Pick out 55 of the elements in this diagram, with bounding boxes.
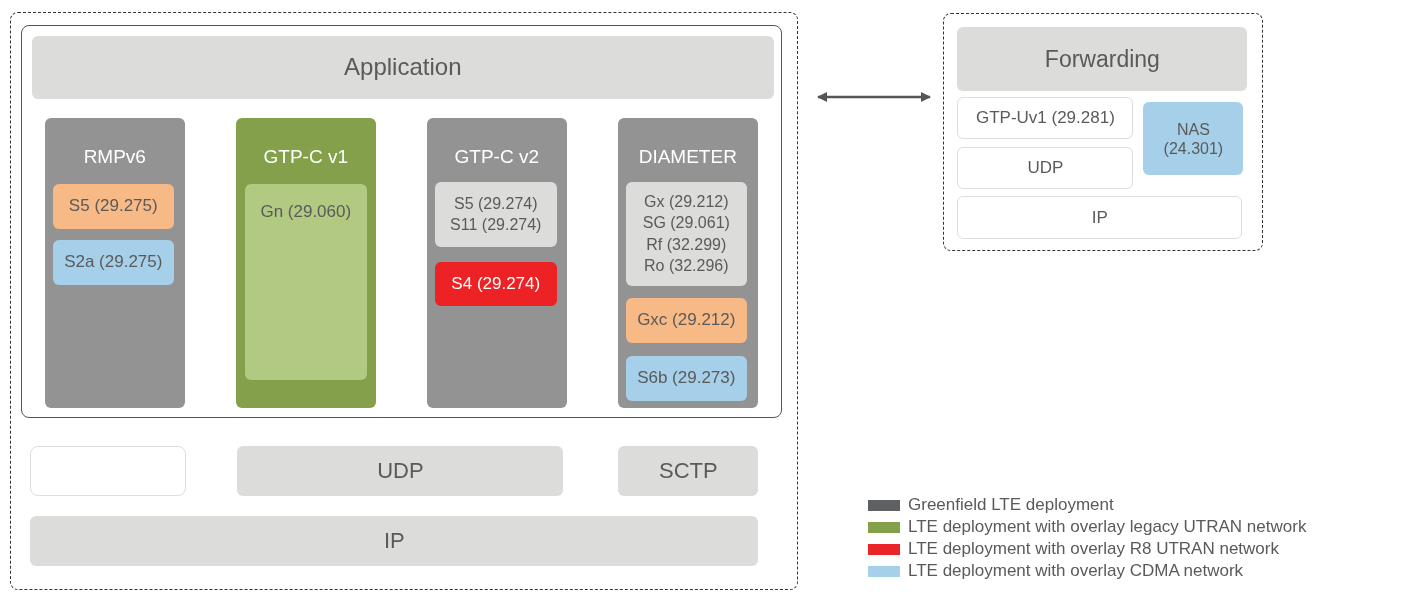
interface-box: [625, 181, 747, 286]
legend-text: LTE deployment with overlay legacy UTRAN network: [908, 517, 1307, 537]
legend-text: LTE deployment with overlay CDMA network: [908, 561, 1244, 581]
protocol-column: [617, 117, 758, 408]
interface-box: [434, 181, 557, 247]
interface-box: [52, 239, 174, 285]
protocol-label: UDP: [377, 458, 424, 485]
protocol-label: S5 (29.275): [68, 196, 158, 217]
layer-bar: [30, 516, 759, 567]
layer-bar: [237, 446, 564, 497]
layer-bar: [957, 27, 1248, 92]
layer-bar: [618, 446, 759, 497]
protocol-label: Forwarding: [1044, 45, 1160, 74]
layer-bar: [957, 196, 1243, 240]
double-arrow: [817, 92, 931, 102]
protocol-label: SCTP: [659, 458, 718, 485]
protocol-column: [44, 117, 185, 408]
empty-box: [30, 446, 187, 497]
protocol-label: S2a (29.275): [64, 252, 163, 273]
protocol-label: UDP: [1027, 158, 1064, 179]
interface-box: [625, 355, 747, 401]
layer-bar: [31, 35, 774, 99]
protocol-label: S4 (29.274): [451, 273, 541, 294]
protocol-label: S6b (29.273): [637, 368, 736, 389]
protocol-label: Application: [344, 52, 462, 82]
protocol-label: Gxc (29.212): [637, 310, 736, 331]
interface-box: [244, 183, 367, 380]
protocol-label: S5 (29.274): [453, 193, 538, 214]
column-title: DIAMETER: [638, 145, 737, 169]
protocol-label: IP: [1091, 207, 1108, 229]
interface-box: [434, 261, 557, 306]
layer-bar: [957, 147, 1134, 190]
dashed-container: [943, 13, 1263, 251]
protocol-label: Ro (32.296): [644, 256, 729, 277]
protocol-column: [235, 117, 376, 408]
dashed-container: [10, 12, 798, 590]
protocol-label: Gn (29.060): [260, 201, 352, 223]
interface-box: [52, 183, 174, 229]
protocol-label: Gx (29.212): [644, 191, 729, 212]
protocol-label: S11 (29.274): [450, 215, 542, 236]
layer-bar: [957, 97, 1134, 140]
column-title: GTP-C v2: [454, 145, 539, 169]
legend-text: Greenfield LTE deployment: [908, 495, 1114, 515]
column-title: GTP-C v1: [263, 145, 348, 169]
protocol-label: IP: [384, 528, 405, 555]
legend-text: LTE deployment with overlay R8 UTRAN network: [908, 539, 1279, 559]
protocol-column: [426, 117, 567, 408]
interface-box: [625, 297, 747, 343]
protocol-label: Rf (32.299): [646, 234, 727, 255]
interface-box: [1143, 102, 1244, 176]
protocol-label: SG (29.061): [642, 213, 730, 234]
protocol-label: GTP-Uv1 (29.281): [975, 108, 1115, 129]
column-title: RMPv6: [83, 145, 146, 169]
protocol-label: NAS (24.301): [1162, 119, 1225, 159]
stack-frame: [21, 25, 783, 419]
